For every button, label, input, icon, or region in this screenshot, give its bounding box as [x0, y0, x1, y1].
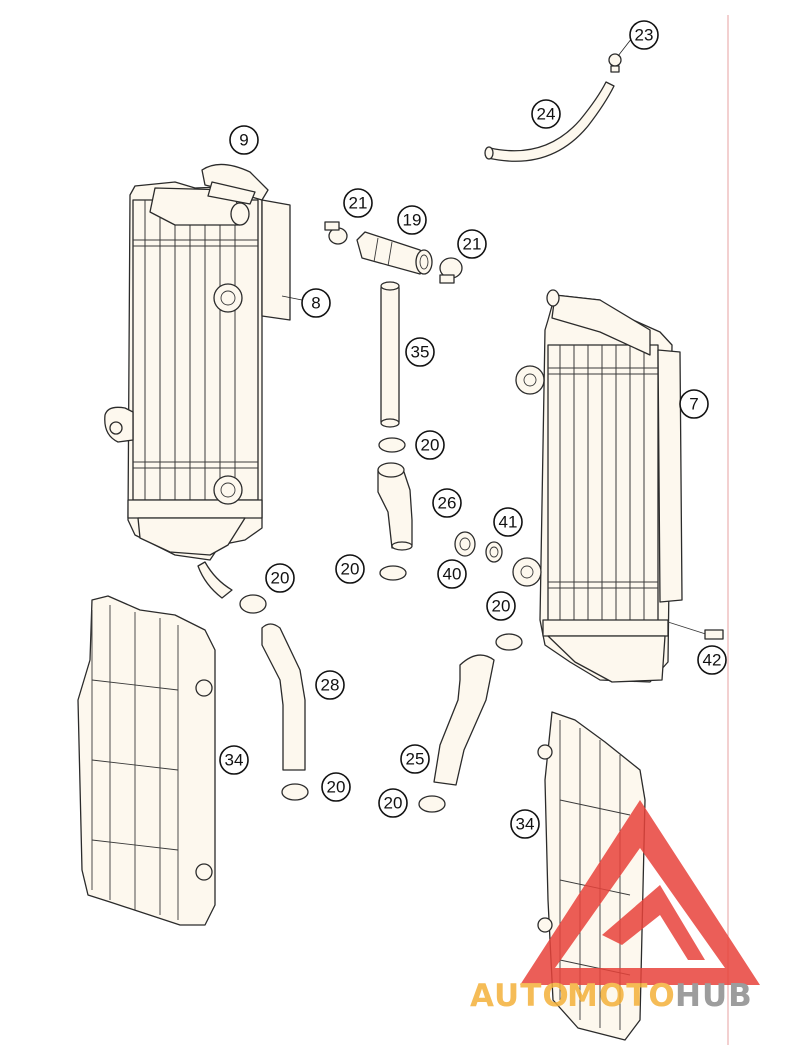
watermark-text-auto: AUTO: [470, 978, 570, 1014]
callout-9: 9: [229, 125, 259, 155]
leader-23: [617, 37, 633, 57]
clamp-20-mid: [379, 565, 407, 581]
callout-21-right: 21: [457, 229, 487, 259]
callout-34-right: 34: [510, 809, 540, 839]
callout-24: 24: [531, 99, 561, 129]
svg-text:21: 21: [349, 194, 368, 213]
grommet-40: [454, 531, 476, 557]
clamp-20-left-bottom: [281, 783, 309, 801]
callout-20-mid: 20: [335, 554, 365, 584]
callout-7: 7: [679, 389, 709, 419]
svg-text:20: 20: [327, 778, 346, 797]
callout-40: 40: [437, 559, 467, 589]
callout-34-left: 34: [219, 745, 249, 775]
callout-20-upper: 20: [415, 430, 445, 460]
svg-text:41: 41: [499, 513, 518, 532]
callout-20-bottom-left: 20: [321, 772, 351, 802]
svg-text:24: 24: [537, 105, 556, 124]
clamp-21-left: [324, 221, 348, 245]
svg-text:19: 19: [403, 211, 422, 230]
callout-28: 28: [315, 670, 345, 700]
clamp-20-upper: [378, 437, 406, 453]
radiator-cap: [201, 163, 269, 205]
clamp-20-right-upper: [495, 633, 523, 651]
t-fitting-19: [356, 231, 433, 275]
bolt-42: [667, 621, 724, 640]
svg-text:9: 9: [239, 131, 248, 150]
pipe-35: [380, 281, 400, 428]
callout-20-bottom-right: 20: [378, 788, 408, 818]
callout-21-left: 21: [343, 188, 373, 218]
callout-20-left: 20: [265, 563, 295, 593]
svg-text:8: 8: [311, 294, 320, 313]
watermark-text-hub: HUB: [675, 978, 753, 1014]
svg-text:34: 34: [516, 815, 535, 834]
callout-20-right: 20: [486, 591, 516, 621]
svg-text:25: 25: [406, 750, 425, 769]
elbow-hose-26: [377, 462, 413, 551]
radiator-guard-left: [77, 595, 216, 926]
svg-text:26: 26: [438, 494, 457, 513]
callout-8: 8: [301, 288, 331, 318]
svg-text:35: 35: [411, 343, 430, 362]
svg-text:20: 20: [271, 569, 290, 588]
svg-text:40: 40: [443, 565, 462, 584]
svg-text:20: 20: [341, 560, 360, 579]
svg-text:42: 42: [703, 651, 722, 670]
callout-19: 19: [397, 205, 427, 235]
hose-28: [261, 623, 306, 771]
svg-text:20: 20: [384, 794, 403, 813]
right-radiator: [512, 289, 683, 683]
clamp-20-right-bottom: [418, 795, 446, 813]
washer-41: [485, 541, 503, 563]
svg-text:28: 28: [321, 676, 340, 695]
callout-42: 42: [697, 645, 727, 675]
callout-41: 41: [493, 507, 523, 537]
clamp-20-left-lower: [239, 594, 267, 614]
watermark-logo: AUTO MOTO HUB: [470, 800, 760, 1014]
svg-text:23: 23: [635, 26, 654, 45]
svg-text:34: 34: [225, 751, 244, 770]
hose-clamp-23: [608, 53, 622, 73]
callout-25: 25: [400, 744, 430, 774]
hose-24: [484, 81, 615, 162]
callout-23: 23: [629, 20, 659, 50]
svg-text:21: 21: [463, 235, 482, 254]
svg-text:20: 20: [492, 597, 511, 616]
svg-text:7: 7: [689, 395, 698, 414]
clamp-21-right: [439, 257, 463, 284]
left-radiator: [104, 181, 291, 599]
callout-26: 26: [432, 488, 462, 518]
callout-35: 35: [405, 337, 435, 367]
leader-8: [281, 295, 303, 301]
watermark-text-moto: MOTO: [567, 978, 676, 1014]
hose-25: [433, 654, 495, 786]
svg-text:20: 20: [421, 436, 440, 455]
watermark-triangle: [520, 800, 760, 985]
